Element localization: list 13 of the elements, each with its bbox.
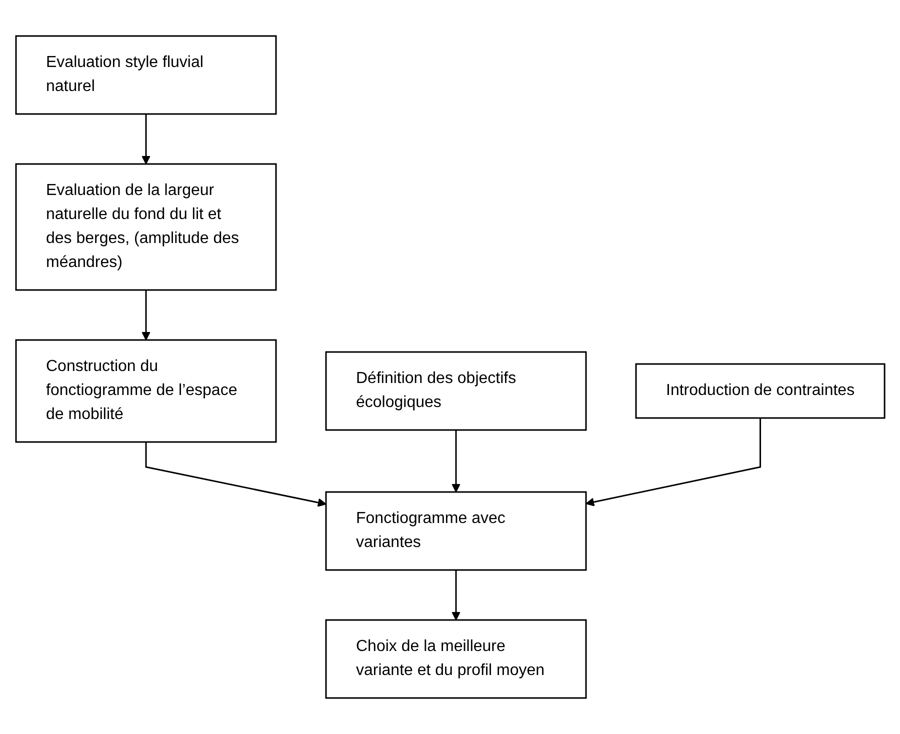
node-box: Construction du fonctiogramme de l’espace de mobilité bbox=[14, 339, 276, 443]
node-box: Evaluation de la largeur naturelle du fond du lit et des berges, (amplitude des méandres) bbox=[14, 163, 276, 291]
arrow bbox=[141, 114, 150, 164]
arrow bbox=[144, 442, 326, 507]
node-box: Choix de la meilleure variante et du profil moyen bbox=[324, 619, 586, 699]
node-box: Définition des objectifs écologiques bbox=[324, 351, 586, 431]
node-box: Evaluation style fluvial naturel bbox=[14, 35, 276, 115]
node-box: Fonctiogramme avec variantes bbox=[324, 491, 586, 571]
arrow bbox=[451, 570, 460, 620]
arrow bbox=[141, 290, 150, 340]
arrow bbox=[585, 418, 761, 506]
arrow bbox=[451, 430, 460, 492]
node-box: Introduction de contraintes bbox=[634, 363, 886, 419]
